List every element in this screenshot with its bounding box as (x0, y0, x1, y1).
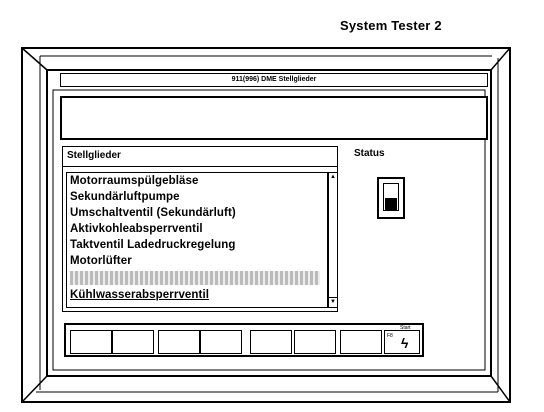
fkey-f4[interactable] (200, 330, 242, 354)
status-switch-icon (377, 177, 405, 219)
scroll-down-icon[interactable]: ▼ (329, 297, 337, 305)
fkey-f2[interactable] (112, 330, 154, 354)
list-item[interactable]: Umschaltventil (Sekundärluft) (70, 207, 236, 219)
brand-title: System Tester 2 (340, 18, 442, 33)
list-item[interactable]: Motorraumspülgebläse (70, 175, 199, 187)
list-item[interactable]: Taktventil Ladedruckregelung (70, 239, 236, 251)
list-item[interactable]: Aktivkohleabsperrventil (70, 223, 203, 235)
fkey-f7[interactable] (340, 330, 382, 354)
status-label: Status (354, 148, 385, 159)
fkey-f8-start[interactable]: F8 ϟ (384, 330, 420, 354)
fkey-f6[interactable] (294, 330, 336, 354)
actuator-list[interactable]: Motorraumspülgebläse Sekundärluftpumpe U… (66, 172, 328, 308)
window-title: 911(996) DME Stellglieder (60, 73, 488, 87)
fkey-f8-label: F8 (387, 333, 393, 339)
fkey-f3[interactable] (158, 330, 200, 354)
switch-rocker (383, 183, 399, 211)
fkey-f5[interactable] (250, 330, 292, 354)
fkey-f8-caption: Start (400, 325, 411, 331)
list-item[interactable]: Sekundärluftpumpe (70, 191, 180, 203)
message-area (60, 96, 488, 140)
list-item[interactable]: Motorlüfter (70, 255, 132, 267)
list-header: Stellglieder (62, 146, 338, 166)
list-item-selected[interactable]: Kühlwasserabsperrventil (70, 289, 210, 301)
lightning-icon: ϟ (401, 335, 409, 351)
list-item-obscured[interactable] (70, 271, 320, 285)
scroll-thumb[interactable] (329, 182, 337, 242)
list-scrollbar[interactable]: ▲ ▼ (328, 172, 338, 308)
function-key-bar: F8 ϟ (64, 323, 424, 357)
fkey-f1[interactable] (70, 330, 112, 354)
